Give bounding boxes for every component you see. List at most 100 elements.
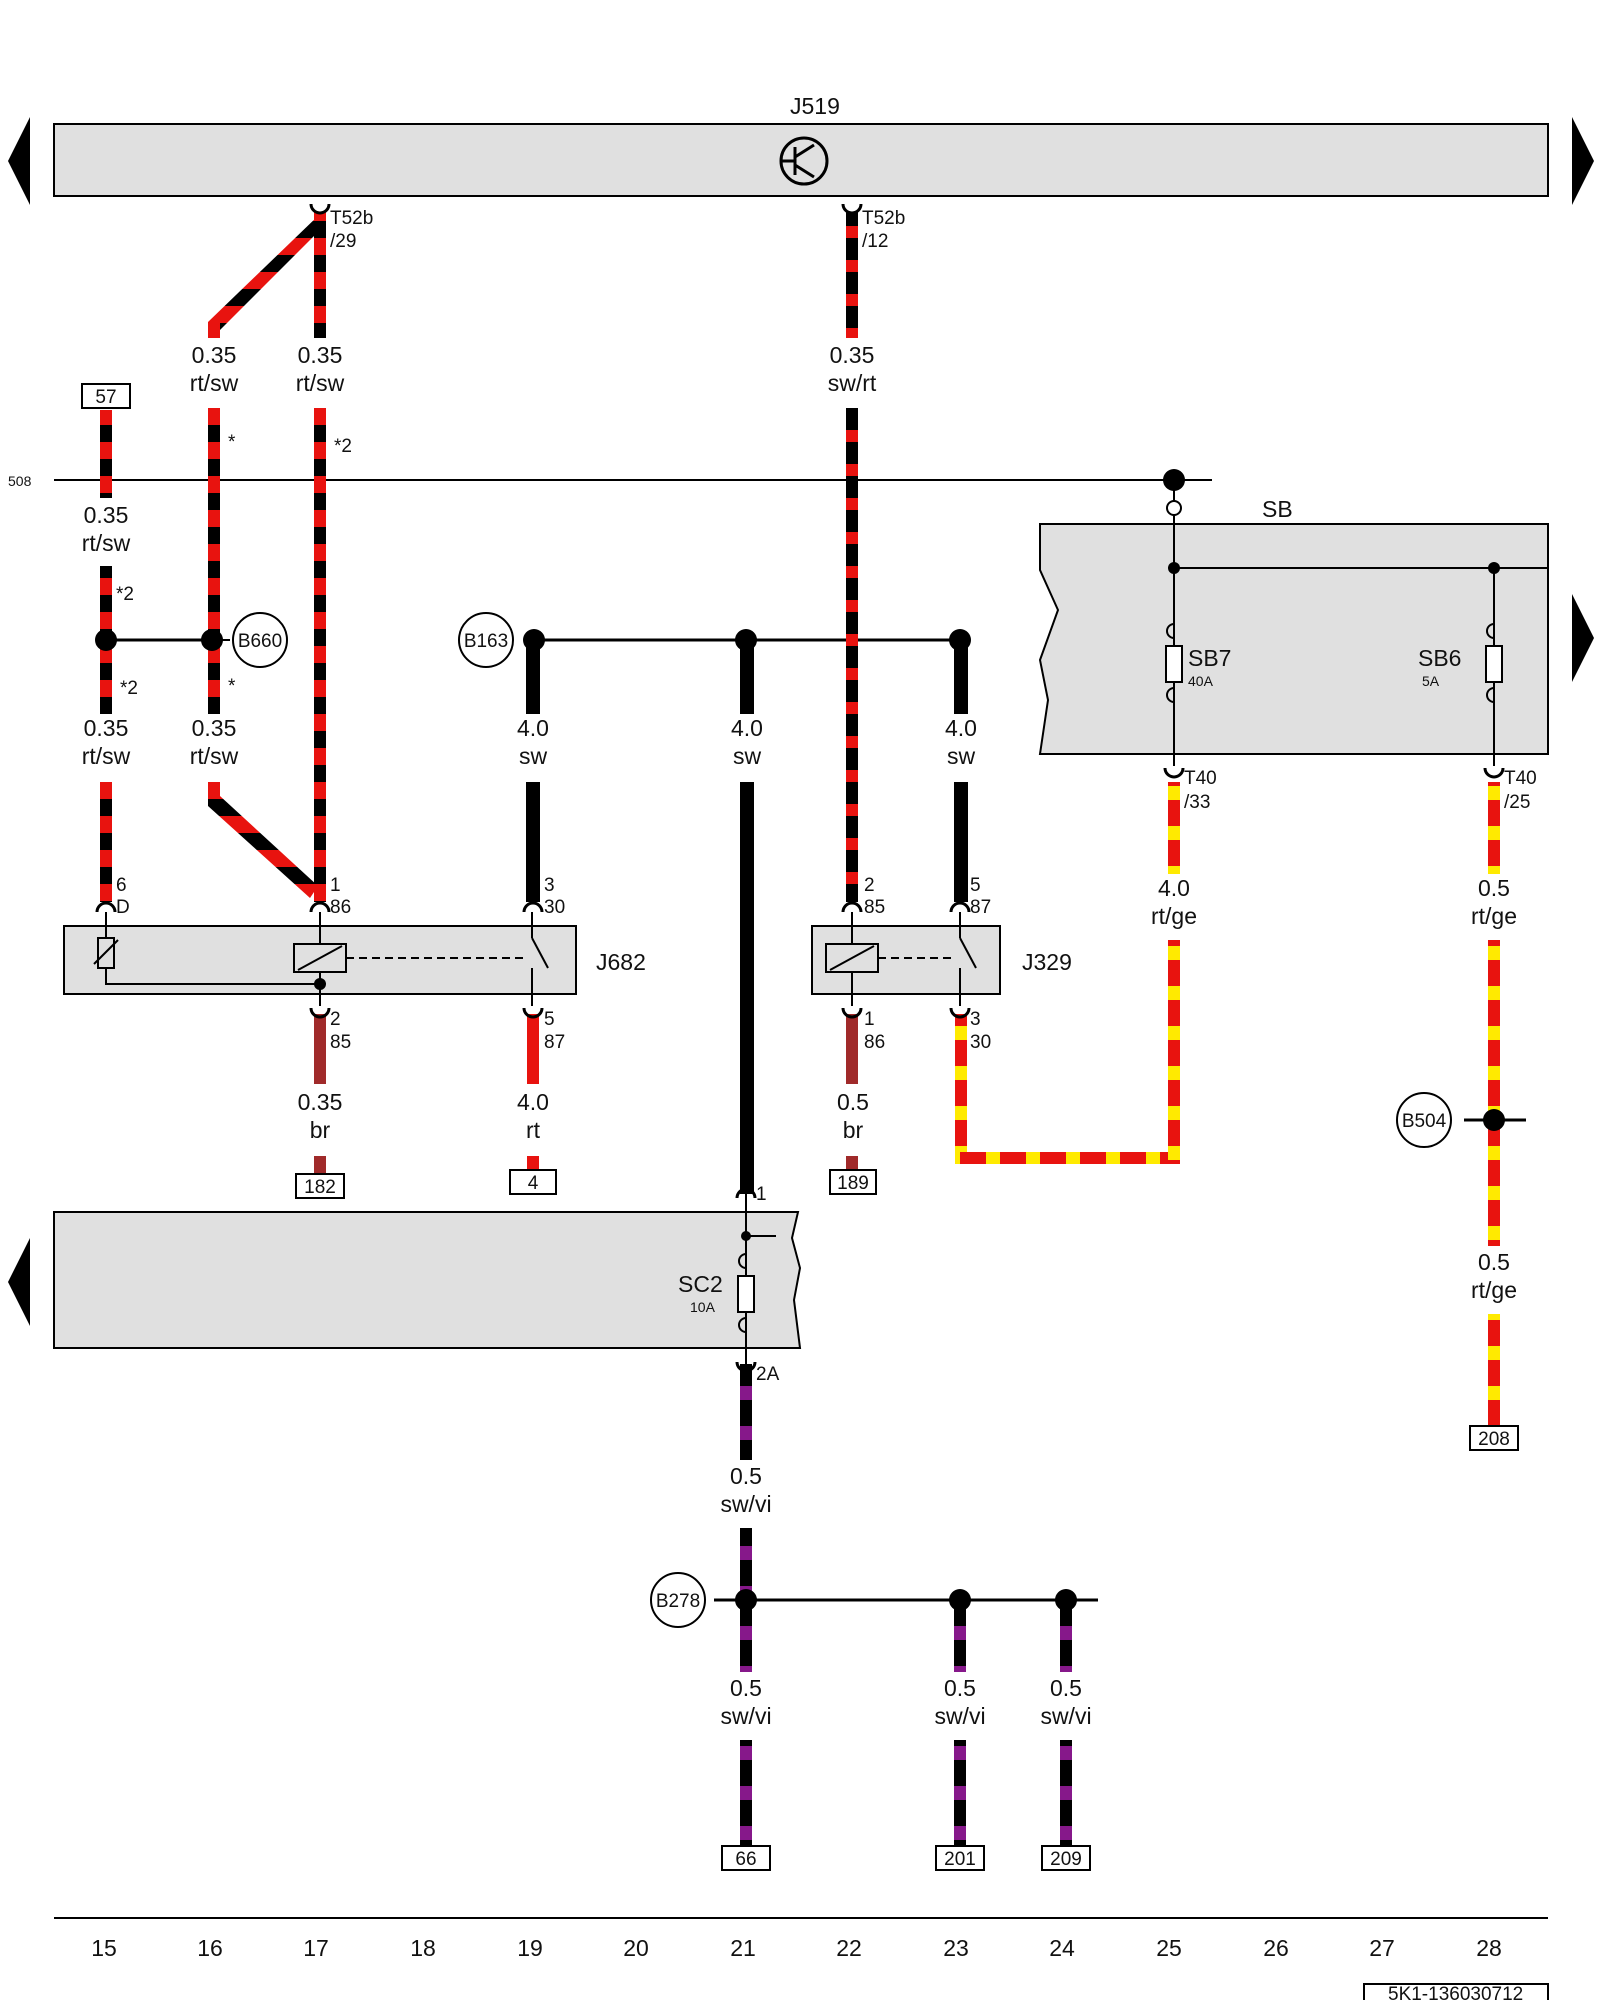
- sc2-label: SC2: [678, 1271, 723, 1297]
- svg-text:rt: rt: [526, 1117, 541, 1143]
- ground-point-icon: B278: [650, 1572, 706, 1628]
- column-number: 15: [91, 1935, 117, 1961]
- svg-text:sw/vi: sw/vi: [720, 1703, 771, 1729]
- sb-label: SB: [1262, 496, 1293, 522]
- svg-text:189: 189: [837, 1173, 869, 1194]
- cup-t52b-12: [841, 203, 863, 215]
- wire-19-red: [527, 1014, 539, 1084]
- fuse-icon: [1165, 623, 1183, 703]
- sc2-rating: 10A: [690, 1299, 716, 1315]
- wire-17-mid-red-black: [314, 408, 326, 902]
- sb7-rating: 40A: [1188, 673, 1214, 689]
- j329-label: J329: [1022, 949, 1072, 975]
- ref-box-66[interactable]: 66: [721, 1845, 771, 1871]
- cup-j682-3-30: [522, 901, 544, 913]
- wire-17-top-red-black: [314, 212, 326, 338]
- wire-16-diagonal-low: [208, 782, 318, 898]
- svg-text:sw: sw: [947, 743, 976, 769]
- pin-sc2-2a: 2A: [756, 1364, 780, 1385]
- j682-sensor-return: [105, 968, 320, 985]
- pin-t40-25-a: T40: [1504, 768, 1537, 789]
- svg-text:201: 201: [944, 1849, 976, 1870]
- j329-relay-box: [811, 925, 1001, 995]
- pin-j329-86: 86: [864, 1032, 885, 1053]
- cup-j682-1-86: [309, 901, 331, 913]
- cup-t40-33: [1163, 767, 1185, 779]
- pin-sc2-1: 1: [756, 1184, 767, 1205]
- wire-16-mid-red-black: [208, 408, 220, 714]
- svg-text:rt/sw: rt/sw: [82, 743, 131, 769]
- svg-text:0.5: 0.5: [837, 1089, 869, 1115]
- wire-28-red-yellow-low: [1488, 1314, 1500, 1426]
- pin-t40-33-a: T40: [1184, 768, 1217, 789]
- svg-text:sw: sw: [733, 743, 762, 769]
- svg-text:182: 182: [304, 1177, 336, 1198]
- ref-box-209[interactable]: 209: [1041, 1845, 1091, 1871]
- column-number: 27: [1369, 1935, 1395, 1961]
- ref-box-201[interactable]: 201: [935, 1845, 985, 1871]
- ref-box-189[interactable]: 189: [829, 1169, 877, 1195]
- footer-code-box: [1363, 1983, 1549, 2000]
- junction-dot: [95, 629, 117, 651]
- pin-j682-2: 2: [330, 1009, 341, 1030]
- ref-box-4[interactable]: 4: [509, 1169, 557, 1195]
- cup-j682-5-87: [522, 1007, 544, 1019]
- cup-j682-6d: [95, 901, 117, 913]
- wire-22-bot-brown: [846, 1014, 858, 1084]
- sb-panel: [1038, 523, 1549, 755]
- cup-j329-2-85: [841, 901, 863, 913]
- pin-j329-1: 1: [864, 1009, 875, 1030]
- note-star2-15: *2: [116, 584, 134, 605]
- sc-scroll-left-arrow[interactable]: [8, 1238, 30, 1326]
- wire-19-black-low: [526, 782, 540, 902]
- wire-16-stub-top: [208, 322, 220, 338]
- wire-label: 4.0rt: [517, 1089, 549, 1143]
- transistor-icon: [779, 136, 829, 186]
- pin-j682-87: 87: [544, 1032, 565, 1053]
- wire-24-black-violet-2: [1060, 1740, 1072, 1850]
- ref-box-57[interactable]: 57: [81, 383, 131, 409]
- fuse-icon: [1485, 623, 1503, 703]
- column-number: 25: [1156, 1935, 1182, 1961]
- cup-j682-2-85: [309, 1007, 331, 1019]
- pin-j682-6: 6: [116, 875, 127, 896]
- wire-label: 0.5sw/vi: [720, 1675, 771, 1729]
- cup-t52b-29: [309, 203, 331, 215]
- wire-15-low-red-black: [100, 782, 112, 902]
- svg-text:rt/sw: rt/sw: [296, 370, 345, 396]
- sb6-label: SB6: [1418, 645, 1461, 671]
- wire-28-red-yellow-mid: [1488, 940, 1500, 1246]
- svg-text:sw: sw: [519, 743, 548, 769]
- svg-text:208: 208: [1478, 1429, 1510, 1450]
- ref-box-208[interactable]: 208: [1469, 1425, 1519, 1451]
- sb-scroll-right-arrow[interactable]: [1572, 594, 1594, 682]
- ref-box-182[interactable]: 182: [295, 1173, 345, 1199]
- svg-text:0.5: 0.5: [944, 1675, 976, 1701]
- pin-t40-33-b: /33: [1184, 792, 1210, 813]
- wire-23-black: [954, 640, 968, 714]
- svg-text:rt/sw: rt/sw: [190, 370, 239, 396]
- wire-22-mid-black-red: [846, 408, 858, 902]
- svg-text:0.35: 0.35: [298, 1089, 343, 1115]
- j519-label: J519: [790, 93, 840, 119]
- scroll-right-arrow[interactable]: [1572, 117, 1594, 205]
- pin-j329-85: 85: [864, 897, 885, 918]
- sb6-rating: 5A: [1422, 673, 1440, 689]
- ground-point-b504: B504: [1402, 1111, 1447, 1132]
- pin-j329-3: 3: [970, 1009, 981, 1030]
- wire-label: 0.5sw/vi: [934, 1675, 985, 1729]
- svg-text:rt/ge: rt/ge: [1471, 903, 1517, 929]
- connector-cups: [95, 203, 1505, 1373]
- junction-dot: [949, 629, 971, 651]
- ground-point-icon: B660: [232, 612, 288, 668]
- scroll-left-arrow[interactable]: [8, 117, 30, 205]
- svg-text:209: 209: [1050, 1849, 1082, 1870]
- pin-j682-30: 30: [544, 897, 565, 918]
- column-number: 21: [730, 1935, 756, 1961]
- pin-j682-1: 1: [330, 875, 341, 896]
- cup-j329-1-86: [841, 1007, 863, 1019]
- note-star-16b: *: [228, 676, 236, 697]
